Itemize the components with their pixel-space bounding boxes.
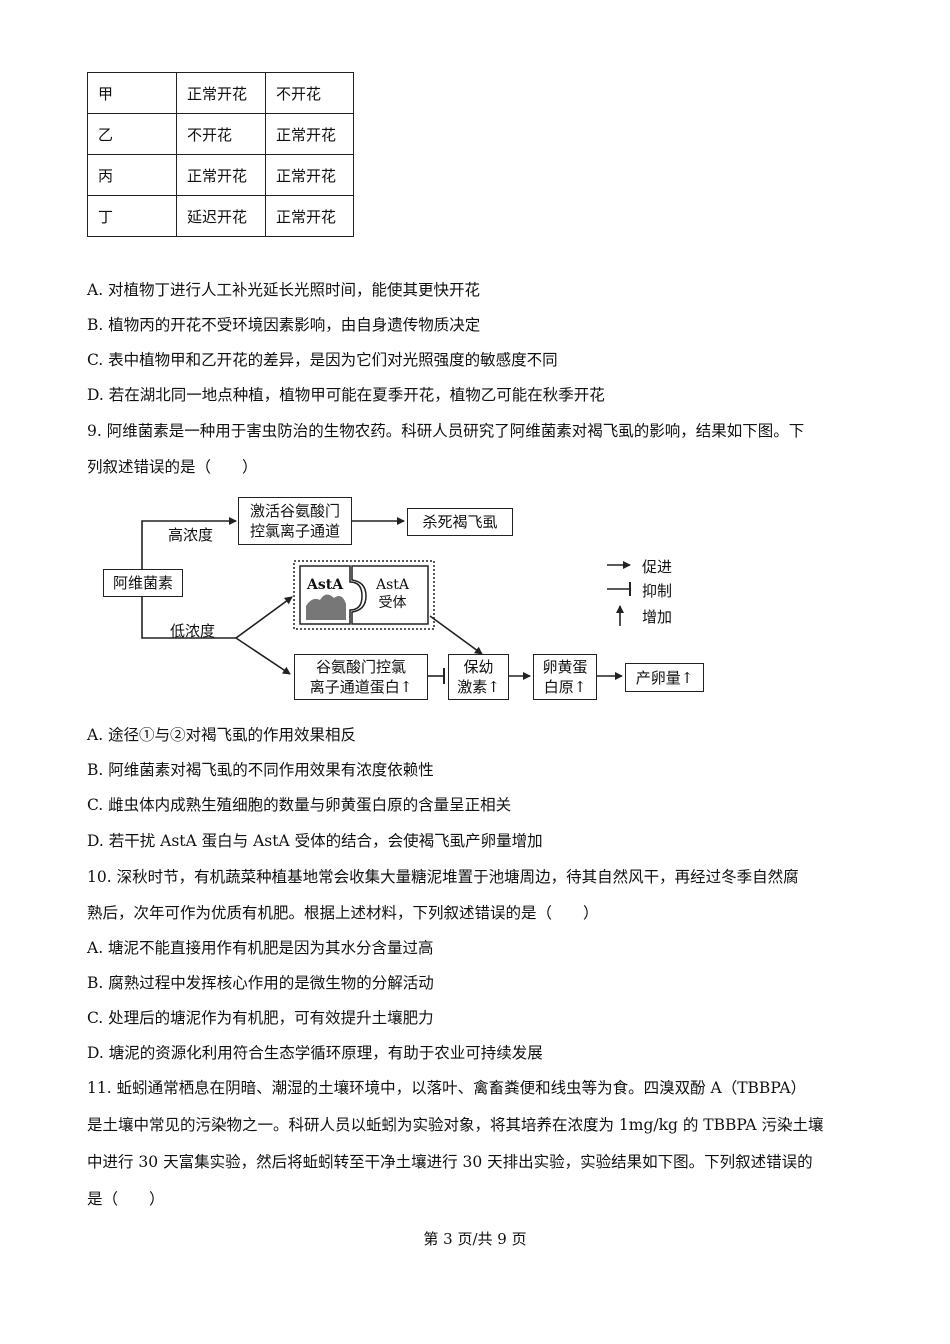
q10-option-b: B. 腐熟过程中发挥核心作用的是微生物的分解活动 [87,974,434,992]
q10-option-a: A. 塘泥不能直接用作有机肥是因为其水分含量过高 [87,939,434,957]
protein-arrow [235,637,291,675]
table-row: 甲 正常开花 不开花 [87,72,354,114]
table-cell: 正常开花 [265,113,354,155]
q8-option-d: D. 若在湖北同一地点种植，植物甲可能在夏季开花，植物乙可能在秋季开花 [87,386,605,404]
asta-receptor-label: AstA 受体 [376,576,409,612]
activate-line1: 激活谷氨酸门 [249,502,340,520]
q11-line2: 是土壤中常见的污染物之一。科研人员以蚯蚓为实验对象，将其培养在浓度为 1mg/k… [87,1116,824,1134]
page-number: 第 3 页/共 9 页 [423,1230,527,1248]
asta-receptor-line2: 受体 [378,595,407,611]
table-cell: 丙 [87,154,177,196]
protein-line2: 离子通道蛋白↑ [309,678,413,696]
low-concentration-line [141,596,236,639]
q8-option-c: C. 表中植物甲和乙开花的差异，是因为它们对光照强度的敏感度不同 [87,351,558,369]
table-cell: 甲 [87,72,177,114]
high-concentration-arrow [141,517,237,570]
table-cell: 正常开花 [176,154,266,196]
activate-channel-box: 激活谷氨酸门 控氯离子通道 [238,497,352,545]
q10-stem-line1: 10. 深秋时节，有机蔬菜种植基地常会收集大量糖泥堆置于池塘周边，待其自然风干，… [87,868,799,886]
q11-line3: 中进行 30 天富集实验，然后将蚯蚓转至干净土壤进行 30 天排出实验，实验结果… [87,1153,813,1171]
q11-line1: 11. 蚯蚓通常栖息在阴暗、潮湿的土壤环境中，以落叶、禽畜粪便和线虫等为食。四溴… [87,1079,807,1097]
table-row: 丙 正常开花 正常开花 [87,154,354,196]
q9-stem-line2: 列叙述错误的是（ ） [87,458,258,476]
kill-box: 杀死褐飞虱 [407,508,513,536]
q9-option-a: A. 途径①与②对褐飞虱的作用效果相反 [87,726,357,744]
low-concentration-label: 低浓度 [170,622,216,640]
table-row: 乙 不开花 正常开花 [87,113,354,155]
vitellogenin-box: 卵黄蛋 白原↑ [533,654,597,700]
activate-line2: 控氯离子通道 [249,522,340,540]
legend-promote-label: 促进 [642,558,673,576]
asta-receptor-piece [351,565,429,625]
q8-option-a: A. 对植物丁进行人工补光延长光照时间，能使其更快开花 [87,281,481,299]
q8-option-b: B. 植物丙的开花不受环境因素影响，由自身遗传物质决定 [87,316,481,334]
asta-complex-dotted-box [293,560,435,630]
table-cell: 丁 [87,195,177,237]
juvenile-hormone-box: 保幼 激素↑ [448,654,509,700]
q10-option-d: D. 塘泥的资源化利用符合生态学循环原理，有助于农业可持续发展 [87,1044,543,1062]
table-cell: 延迟开花 [176,195,266,237]
asta-texture [306,594,346,620]
table-cell: 乙 [87,113,177,155]
table-row: 丁 延迟开花 正常开花 [87,195,354,237]
jh-line2: 激素↑ [457,678,500,696]
table-cell: 正常开花 [176,72,266,114]
asta-arrow [235,596,293,639]
legend-increase-label: 增加 [642,608,673,626]
q11-line4: 是（ ） [87,1190,165,1208]
table-cell: 正常开花 [265,195,354,237]
high-concentration-label: 高浓度 [168,526,214,544]
diagram-connectors [141,517,631,684]
q9-option-d: D. 若干扰 AstA 蛋白与 AstA 受体的结合，会使褐飞虱产卵量增加 [87,832,543,850]
channel-protein-box: 谷氨酸门控氯 离子通道蛋白↑ [294,654,428,700]
q9-stem-line1: 9. 阿维菌素是一种用于害虫防治的生物农药。科研人员研究了阿维菌素对褐飞虱的影响… [87,422,805,440]
protein-line1: 谷氨酸门控氯 [315,658,406,676]
q9-option-b: B. 阿维菌素对褐飞虱的不同作用效果有浓度依赖性 [87,761,434,779]
jh-line1: 保幼 [463,658,494,676]
q10-stem-line2: 熟后，次年可作为优质有机肥。根据上述材料，下列叙述错误的是（ ） [87,904,599,922]
table-cell: 正常开花 [265,154,354,196]
avermectin-box: 阿维菌素 [103,569,183,597]
asta-label: AstA [307,577,344,593]
egg-production-box: 产卵量↑ [625,663,704,692]
q9-option-c: C. 雌虫体内成熟生殖细胞的数量与卵黄蛋白原的含量呈正相关 [87,796,512,814]
vg-line2: 白原↑ [543,678,587,696]
q10-option-c: C. 处理后的塘泥作为有机肥，可有效提升土壤肥力 [87,1009,434,1027]
vg-line1: 卵黄蛋 [542,658,588,676]
receptor-to-jh-arrow [429,615,483,655]
flowering-table: 甲 正常开花 不开花 乙 不开花 正常开花 丙 正常开花 正常开花 丁 延迟开花… [87,72,354,237]
asta-receptor-line1: AstA [376,577,410,593]
legend-inhibit-label: 抑制 [642,582,673,600]
